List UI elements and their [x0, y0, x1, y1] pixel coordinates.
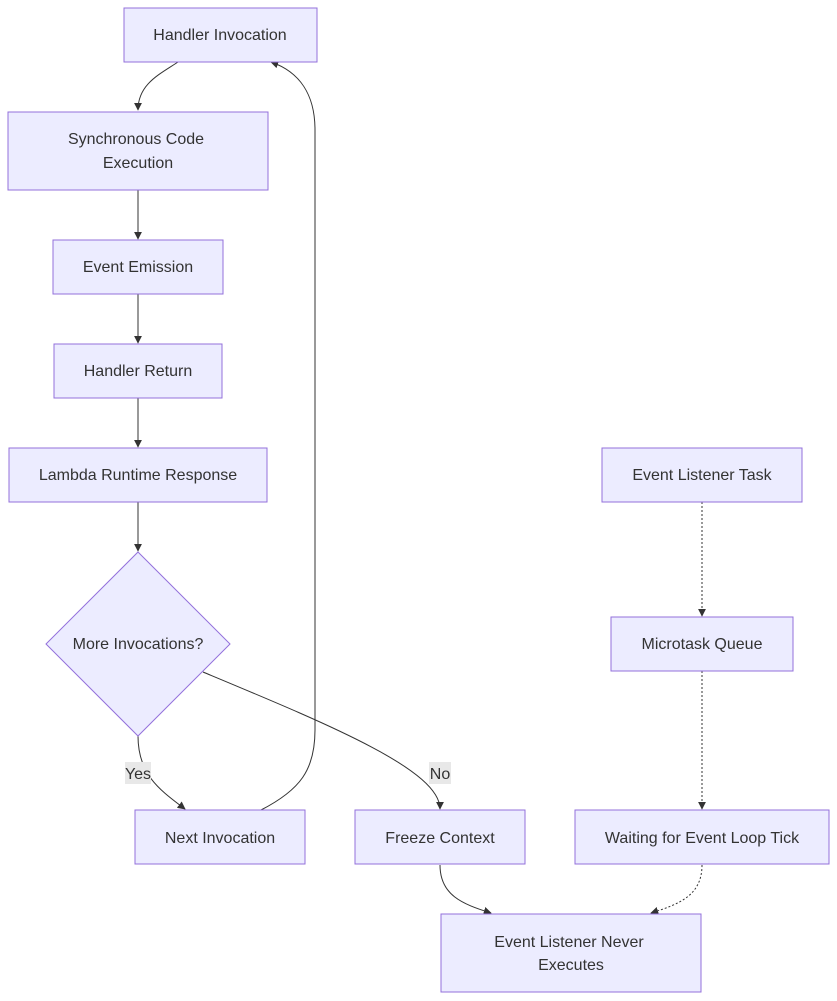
- node-lambda-runtime-response: Lambda Runtime Response: [8, 447, 268, 503]
- edge-label-yes-text: Yes: [125, 766, 151, 783]
- node-handler-invocation: Handler Invocation: [123, 7, 318, 63]
- node-sync-exec-label-line2: Execution: [103, 155, 173, 172]
- node-event-listener-never-executes: Event Listener Never Executes: [440, 913, 702, 993]
- node-synchronous-code-execution: Synchronous Code Execution: [7, 111, 269, 191]
- node-freeze-context: Freeze Context: [354, 809, 526, 865]
- edge-decision-no-to-freeze: [202, 671, 444, 810]
- node-more-invocations-label: More Invocations?: [73, 636, 204, 653]
- edge-invocation-to-sync: [134, 61, 179, 111]
- edge-label-yes: Yes: [125, 762, 151, 784]
- node-freeze-context-label: Freeze Context: [385, 830, 495, 847]
- edge-freeze-to-never: [439, 864, 492, 915]
- node-never-executes-label-line2: Executes: [538, 957, 604, 974]
- edge-next-loop-to-invocation: [260, 60, 316, 811]
- node-event-emission: Event Emission: [52, 239, 224, 295]
- node-never-executes-label-line1: Event Listener Never: [494, 934, 644, 951]
- node-sync-exec-label-line1: Synchronous Code: [68, 131, 204, 148]
- edge-waiting-to-never: [650, 864, 703, 915]
- node-waiting-event-loop-tick-label: Waiting for Event Loop Tick: [605, 830, 800, 847]
- edge-decision-yes-to-next: [137, 735, 186, 810]
- node-event-listener-task-label: Event Listener Task: [632, 467, 772, 484]
- node-event-emission-label: Event Emission: [83, 259, 193, 276]
- node-microtask-queue-label: Microtask Queue: [642, 636, 763, 653]
- node-next-invocation-label: Next Invocation: [165, 830, 275, 847]
- node-event-listener-task: Event Listener Task: [601, 447, 803, 503]
- node-handler-return-label: Handler Return: [84, 363, 193, 380]
- node-more-invocations-decision: More Invocations?: [45, 551, 231, 737]
- edge-label-no-text: No: [430, 766, 451, 783]
- node-microtask-queue: Microtask Queue: [610, 616, 794, 672]
- node-handler-return: Handler Return: [53, 343, 223, 399]
- node-next-invocation: Next Invocation: [134, 809, 306, 865]
- edge-label-no: No: [429, 762, 451, 784]
- edges: [134, 60, 706, 915]
- node-lambda-runtime-response-label: Lambda Runtime Response: [39, 467, 237, 484]
- node-waiting-for-event-loop-tick: Waiting for Event Loop Tick: [574, 809, 830, 865]
- node-handler-invocation-label: Handler Invocation: [153, 27, 286, 44]
